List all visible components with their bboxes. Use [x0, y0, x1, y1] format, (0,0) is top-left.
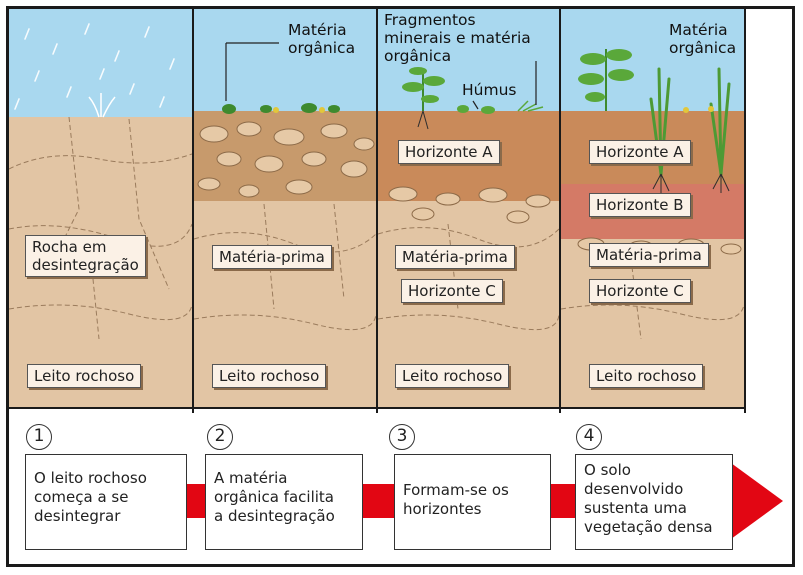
step-2-box: A matéria orgânica facilita a desintegra…	[205, 454, 363, 550]
panel-divider-3	[559, 9, 561, 413]
parent-material-label-2: Matéria-prima	[212, 245, 332, 269]
bedrock-label-1: Leito rochoso	[27, 364, 141, 388]
panel-3-illustration	[378, 9, 559, 409]
bedrock-label-4: Leito rochoso	[589, 364, 703, 388]
humus-label: Húmus	[462, 81, 516, 99]
horizon-a-label-3: Horizonte A	[398, 140, 500, 164]
organic-matter-label-4: Matéria orgânica	[669, 21, 736, 57]
process-arrow-head	[731, 463, 783, 539]
panel-1-illustration	[9, 9, 192, 409]
panels-bottom-border	[9, 407, 746, 409]
bedrock-label-2: Leito rochoso	[212, 364, 326, 388]
panel-3-horizons-forming: Fragmentos minerais e matéria orgânica H…	[378, 9, 559, 409]
step-1-box: O leito rochoso começa a se desintegrar	[25, 454, 187, 550]
horizon-c-label-3: Horizonte C	[401, 279, 503, 303]
horizon-c-label-4: Horizonte C	[589, 279, 691, 303]
soil-panels: Rocha em desintegração Leito rochoso	[9, 9, 792, 409]
bedrock-label-3: Leito rochoso	[395, 364, 509, 388]
panel-1-rock-disintegration: Rocha em desintegração Leito rochoso	[9, 9, 192, 409]
step-4-number: 4	[576, 424, 602, 450]
panel-divider-2	[376, 9, 378, 413]
step-1-number: 1	[26, 424, 52, 450]
panel-4-developed-soil: Matéria orgânica Horizonte A Horizonte B…	[561, 9, 744, 409]
panel-divider-1	[192, 9, 194, 413]
panel-2-organic-matter: Matéria orgânica Matéria-prima Leito roc…	[194, 9, 376, 409]
horizon-b-label-4: Horizonte B	[589, 193, 691, 217]
step-3-number: 3	[389, 424, 415, 450]
step-4-box: O solo desenvolvido sustenta uma vegetaç…	[575, 454, 733, 550]
fragments-label: Fragmentos minerais e matéria orgânica	[384, 11, 531, 65]
parent-material-label-3: Matéria-prima	[395, 245, 515, 269]
step-2-number: 2	[207, 424, 233, 450]
parent-material-label-4: Matéria-prima	[589, 243, 709, 267]
diagram-frame: Rocha em desintegração Leito rochoso	[6, 6, 795, 567]
step-3-box: Formam-se os horizontes	[394, 454, 551, 550]
panel-divider-4	[744, 9, 746, 413]
organic-matter-label-2: Matéria orgânica	[288, 21, 355, 57]
panel-2-illustration	[194, 9, 376, 409]
horizon-a-label-4: Horizonte A	[589, 140, 691, 164]
rock-disintegration-label: Rocha em desintegração	[25, 235, 146, 277]
